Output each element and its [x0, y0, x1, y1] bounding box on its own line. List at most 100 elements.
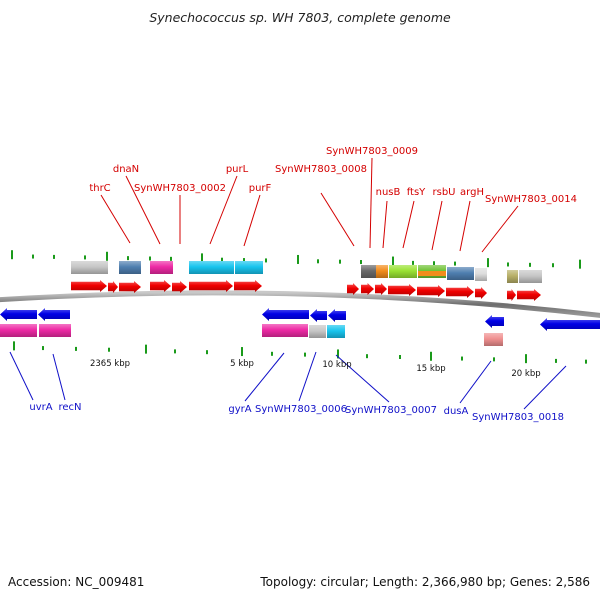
rev-gene-4-leader [335, 354, 390, 403]
rev-gene-1-leader [52, 353, 66, 401]
fwd-gene-6-label: SynWH7803_0009 [326, 146, 418, 157]
cds-arrow-fwd-14 [507, 289, 516, 301]
tick-major-lower-1 [145, 344, 147, 354]
tick-minor-upper-15 [507, 262, 509, 267]
cds-arrow-fwd-8 [361, 283, 374, 295]
fwd-gene-6-leader [369, 157, 373, 249]
annotation-box-rev-2 [262, 324, 308, 337]
feature-track [0, 261, 600, 346]
annotation-box-rev-4 [327, 325, 345, 338]
rev-gene-4-label: SynWH7803_0007 [345, 405, 437, 416]
fwd-gene-7-leader [382, 200, 388, 249]
cds-arrow-rev-2 [262, 308, 309, 321]
cds-arrow-fwd-9 [375, 283, 387, 295]
rev-gene-2-leader [244, 352, 285, 402]
cds-arrow-fwd-11 [417, 285, 445, 297]
rev-gene-6-leader [523, 365, 567, 410]
cds-arrow-rev-5 [485, 315, 504, 328]
rev-gene-5-label: dusA [444, 406, 469, 417]
annotation-box-fwd-4 [235, 261, 263, 274]
scale-label-1: 5 kbp [230, 359, 254, 369]
tick-minor-upper-10 [339, 259, 341, 264]
tick-major-upper-2 [201, 253, 203, 263]
fwd-gene-8-label: ftsY [407, 187, 426, 198]
rev-gene-1-label: recN [58, 402, 81, 413]
tick-minor-lower-1 [75, 346, 77, 351]
tick-major-upper-0 [11, 250, 13, 260]
fwd-gene-9-label: rsbU [433, 187, 456, 198]
fwd-gene-4-label: purF [249, 183, 272, 194]
annotation-box-fwd-10 [475, 268, 487, 281]
fwd-gene-3-leader [209, 175, 238, 245]
fwd-gene-5-leader [320, 192, 355, 247]
tick-minor-lower-8 [399, 355, 401, 359]
cds-arrow-rev-1 [38, 308, 70, 321]
annotation-box-rev-3 [309, 325, 326, 338]
fwd-gene-11-label: SynWH7803_0014 [485, 194, 577, 205]
tick-major-upper-3 [297, 254, 299, 264]
tick-minor-upper-5 [170, 256, 172, 261]
tick-major-upper-4 [392, 256, 394, 266]
cds-arrow-fwd-6 [234, 280, 262, 292]
cds-arrow-rev-3 [310, 309, 327, 322]
tick-major-upper-6 [579, 259, 581, 269]
annotation-box-fwd-1 [119, 261, 141, 274]
fwd-gene-7-label: nusB [376, 187, 401, 198]
annotation-box-fwd-6 [376, 265, 388, 278]
tick-minor-upper-9 [317, 259, 319, 264]
tick-major-lower-0 [13, 341, 15, 351]
annotation-box-fwd-9 [447, 267, 474, 280]
scale-label-4: 20 kbp [511, 369, 540, 379]
cds-arrow-rev-6 [540, 318, 600, 331]
rev-gene-5-leader [459, 360, 492, 404]
tick-minor-upper-8 [265, 258, 267, 263]
tick-major-lower-3 [337, 349, 339, 359]
rev-gene-2-label: gyrA [228, 404, 251, 415]
fwd-gene-8-leader [402, 200, 415, 249]
tick-minor-upper-7 [243, 258, 245, 263]
tick-minor-lower-5 [271, 351, 273, 356]
tick-minor-upper-16 [529, 262, 531, 267]
cds-arrow-fwd-1 [108, 281, 118, 293]
tick-minor-lower-4 [206, 350, 208, 355]
tick-minor-upper-11 [360, 260, 362, 265]
tick-minor-lower-6 [304, 352, 306, 357]
cds-arrow-fwd-2 [119, 281, 141, 293]
tick-minor-upper-14 [454, 261, 456, 266]
topology-label: Topology: circular; Length: 2,366,980 bp… [260, 575, 590, 589]
fwd-gene-5-label: SynWH7803_0008 [275, 164, 367, 175]
tick-minor-lower-11 [555, 358, 557, 363]
cds-arrow-fwd-7 [347, 283, 359, 295]
cds-arrow-fwd-13 [475, 287, 487, 299]
annotation-box-fwd-0 [71, 261, 108, 274]
tick-minor-upper-0 [32, 254, 34, 259]
cds-arrow-fwd-3 [150, 280, 171, 292]
fwd-gene-0-leader [100, 194, 131, 244]
cds-arrow-fwd-0 [71, 280, 107, 292]
scale-ticks [11, 250, 587, 364]
rev-gene-3-leader [298, 351, 317, 402]
rev-gene-3-label: SynWH7803_0006 [255, 404, 347, 415]
cds-arrow-fwd-5 [189, 280, 233, 292]
tick-major-upper-5 [487, 258, 489, 268]
rev-gene-0-leader [9, 351, 34, 401]
tick-minor-lower-2 [108, 347, 110, 352]
cds-arrow-fwd-10 [388, 284, 416, 296]
scale-label-3: 15 kbp [416, 364, 445, 374]
tick-minor-upper-1 [53, 254, 55, 259]
annotation-box-fwd-3 [189, 261, 234, 274]
cds-arrow-rev-0 [0, 308, 37, 321]
annotation-box-fwd-11 [507, 270, 518, 283]
rev-gene-0-label: uvrA [29, 402, 52, 413]
fwd-gene-0-label: thrC [89, 183, 110, 194]
tick-minor-upper-13 [433, 261, 435, 266]
annotation-stripe-fwd [418, 271, 446, 276]
cds-arrow-rev-4 [328, 309, 346, 322]
backbone-arc [0, 290, 600, 318]
tick-major-lower-4 [430, 351, 432, 361]
fwd-gene-10-leader [459, 200, 471, 252]
annotation-box-rev-1 [39, 324, 71, 337]
